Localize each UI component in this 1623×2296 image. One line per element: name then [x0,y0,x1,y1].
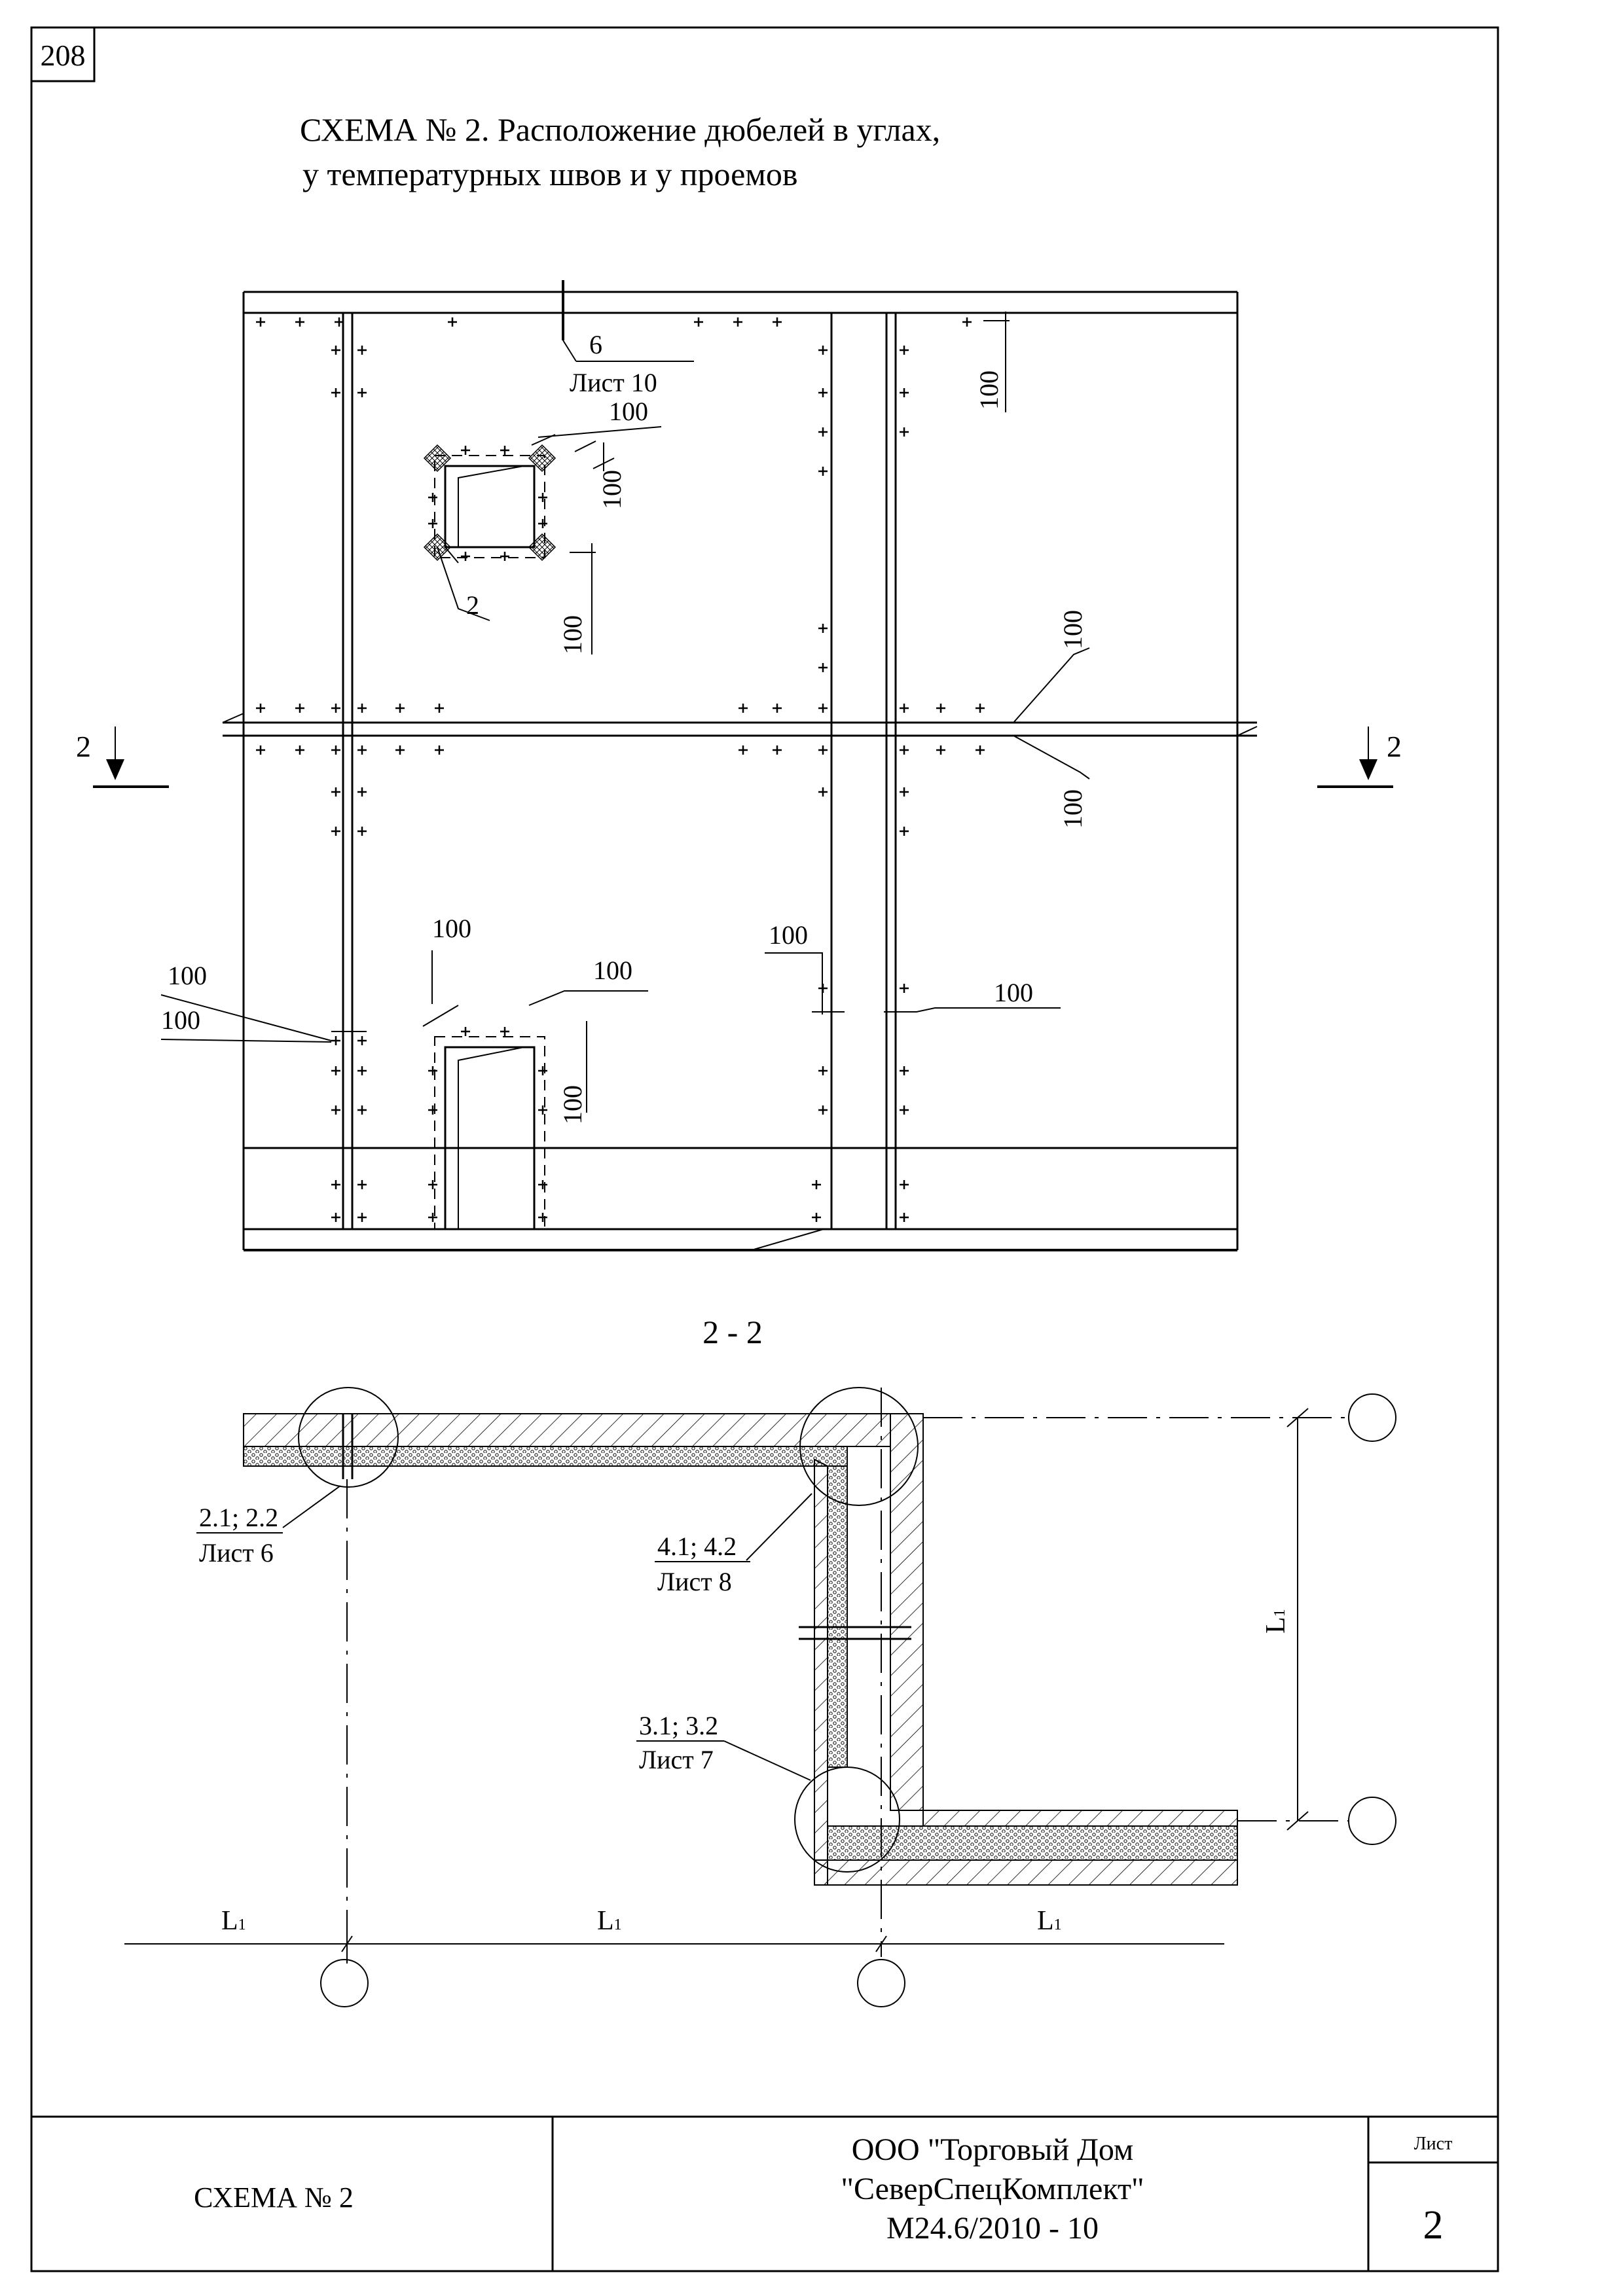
dimension-leaders [160,312,1061,1113]
axis-bubble [320,1959,369,2007]
dowel-marks [256,317,985,1222]
axis-span-l1-left: L1 [221,1906,246,1936]
facade-elevation: 6 Лист 10 2 100 100 100 100 100 100 100 … [76,280,1402,1251]
page-number: 208 [41,39,86,72]
section-title: 2 - 2 [702,1314,763,1350]
section-mark-right: 2 [1317,726,1402,788]
dim-100-lower-left-b: 100 [161,1005,200,1035]
dim-100-lower-left-a: 100 [168,961,207,990]
title-block: СХЕМА № 2 ООО "Торговый Дом "СеверСпецКо… [31,2115,1498,2271]
axis-bubble [857,1959,905,2007]
dim-100-lower-mid: 100 [769,920,808,950]
scheme-title-line2: у температурных швов и у проемов [302,156,798,192]
dim-100-vert-mid: 100 [558,615,587,655]
callout-2-1-2-2: 2.1; 2.2 [199,1503,278,1532]
stamp-org-line2: "СеверСпецКомплект" [841,2172,1144,2206]
scheme-title-line1: СХЕМА № 2. Расположение дюбелей в углах, [300,111,940,148]
stamp-org-line1: ООО "Торговый Дом [852,2132,1134,2167]
dim-100-upper-window: 100 [609,397,648,426]
dim-100-lower-door-b: 100 [593,956,632,985]
section-mark-left: 2 [76,726,169,788]
section-plan: L1 L1 L1 L1 2.1; 2.2 Лист 6 4.1; 4.2 Лис… [124,1387,1396,2007]
ref-number-6: 6 [589,330,602,359]
upper-window [444,465,536,548]
dim-100-lower-right: 100 [994,978,1033,1007]
axis-span-l1-mid: L1 [597,1906,622,1936]
callout-3-1-3-2: 3.1; 3.2 [639,1711,718,1740]
mesh-callout-2: 2 [466,590,479,620]
ref-sheet-10: Лист 10 [570,368,657,397]
callout-3-1-3-2-sheet: Лист 7 [639,1745,714,1774]
dim-100-vert-joint-down: 100 [1058,789,1087,829]
stamp-scheme-name: СХЕМА № 2 [194,2181,354,2214]
axis-span-l1-vertical: L1 [1261,1609,1291,1634]
dim-100-vert-window: 100 [597,470,627,509]
callout-2-1-2-2-sheet: Лист 6 [199,1538,274,1568]
dim-100-lower-door-a: 100 [432,914,471,943]
stamp-sheet-label: Лист [1414,2134,1453,2154]
axis-bubble [1348,1393,1396,1442]
stamp-doc-code: М24.6/2010 - 10 [886,2211,1099,2246]
corner-mesh-reinforcement [423,444,556,562]
dim-100-vert-right-top: 100 [974,370,1004,410]
dim-100-vert-joint-up: 100 [1058,610,1087,649]
axis-span-l1-right: L1 [1037,1906,1062,1936]
section-mark-right-label: 2 [1387,730,1402,763]
callout-4-1-4-2-sheet: Лист 8 [657,1567,732,1596]
section-mark-left-label: 2 [76,730,91,763]
axis-bubble [1348,1797,1396,1845]
page-number-box [30,26,96,82]
stamp-sheet-number: 2 [1423,2203,1444,2248]
callout-4-1-4-2: 4.1; 4.2 [657,1532,737,1561]
dim-100-vert-door: 100 [558,1085,587,1124]
sheet-frame [30,26,1499,2272]
